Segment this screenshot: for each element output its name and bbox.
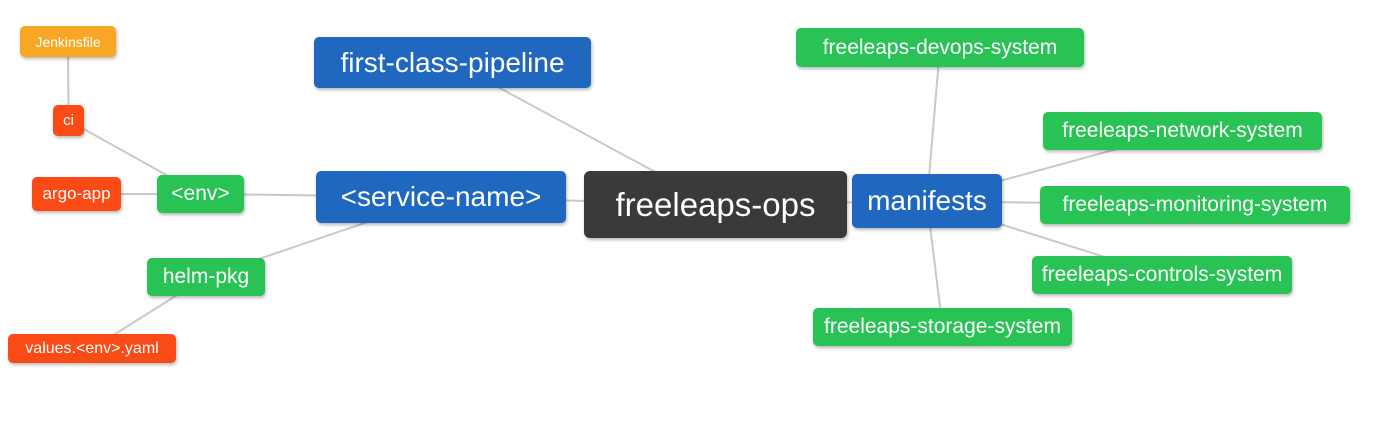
- node-label: values.<env>.yaml: [25, 339, 159, 357]
- node-label: freeleaps-ops: [615, 185, 816, 223]
- mindmap-node-service-name[interactable]: <service-name>: [316, 171, 566, 223]
- mindmap-node-freeleaps-network-system[interactable]: freeleaps-network-system: [1043, 112, 1322, 150]
- node-label: <service-name>: [340, 181, 542, 212]
- mindmap-node-manifests[interactable]: manifests: [852, 174, 1002, 228]
- node-label: freeleaps-network-system: [1062, 119, 1303, 142]
- mindmap-node-env[interactable]: <env>: [157, 175, 244, 213]
- mindmap-node-jenkinsfile[interactable]: Jenkinsfile: [20, 26, 116, 57]
- node-label: Jenkinsfile: [35, 33, 101, 50]
- mindmap-node-first-class-pipeline[interactable]: first-class-pipeline: [314, 37, 591, 88]
- node-label: freeleaps-monitoring-system: [1062, 193, 1328, 216]
- node-label: <env>: [171, 182, 230, 205]
- node-label: freeleaps-devops-system: [822, 35, 1058, 59]
- node-label: first-class-pipeline: [340, 46, 565, 78]
- node-label: manifests: [867, 185, 987, 216]
- mindmap-node-ci[interactable]: ci: [53, 105, 84, 136]
- node-label: helm-pkg: [162, 265, 250, 288]
- mindmap-node-argo-app[interactable]: argo-app: [32, 177, 121, 211]
- mindmap-node-values-env-yaml[interactable]: values.<env>.yaml: [8, 334, 176, 363]
- node-label: freeleaps-controls-system: [1041, 263, 1283, 286]
- mindmap-node-freeleaps-devops-system[interactable]: freeleaps-devops-system: [796, 28, 1084, 67]
- mindmap-node-freeleaps-controls-system[interactable]: freeleaps-controls-system: [1032, 256, 1292, 294]
- node-label: freeleaps-storage-system: [824, 315, 1061, 338]
- node-label: argo-app: [42, 184, 111, 203]
- mindmap-node-freeleaps-ops[interactable]: freeleaps-ops: [584, 171, 847, 238]
- mindmap-node-freeleaps-storage-system[interactable]: freeleaps-storage-system: [813, 308, 1072, 346]
- mindmap-node-freeleaps-monitoring-system[interactable]: freeleaps-monitoring-system: [1040, 186, 1350, 224]
- mindmap-node-helm-pkg[interactable]: helm-pkg: [147, 258, 265, 296]
- node-label: ci: [63, 112, 74, 129]
